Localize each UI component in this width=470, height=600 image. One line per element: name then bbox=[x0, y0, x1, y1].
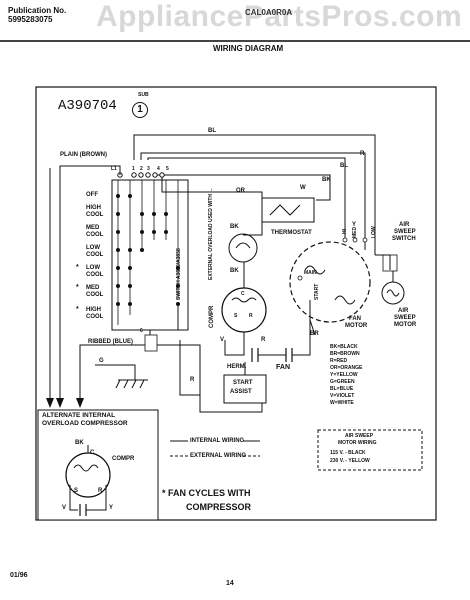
wire-label-bk3: BK bbox=[230, 268, 239, 274]
compr-terminal-c: C bbox=[241, 291, 245, 297]
switch-terminals bbox=[117, 172, 165, 178]
wire-label-w: W bbox=[300, 185, 306, 191]
power-arrows bbox=[49, 168, 81, 400]
terminal-3: 3 bbox=[147, 166, 150, 172]
air-sweep-box-title-1: AIR SWEEP bbox=[345, 433, 374, 439]
thermostat-label: THERMOSTAT bbox=[271, 230, 312, 236]
wire-label-y: Y bbox=[352, 222, 357, 228]
fan-motor-start: START bbox=[314, 283, 320, 300]
wire-label-r2: R bbox=[261, 337, 266, 343]
wire-label-br: BR bbox=[310, 331, 319, 337]
wire-label-r3: R bbox=[190, 377, 195, 383]
terminal-5: 5 bbox=[166, 166, 169, 172]
compr-terminal-s: S bbox=[234, 313, 238, 319]
wire-label-bl2: BL bbox=[340, 163, 348, 169]
alt-label-bk: BK bbox=[75, 440, 84, 446]
air-sweep-box-title-2: MOTOR WIRING bbox=[338, 440, 377, 446]
terminal-6: 6 bbox=[140, 328, 143, 334]
thermostat-box bbox=[261, 197, 315, 223]
wire-r-low bbox=[157, 340, 201, 396]
ribbed-blue-label: RIBBED (BLUE) bbox=[88, 339, 133, 345]
compressor-label: COMPR bbox=[209, 305, 215, 328]
wire-label-bk: BK bbox=[322, 177, 331, 183]
air-sweep-wiring-box bbox=[317, 429, 423, 471]
overload-label: EXTERNAL OVERLOAD USED WITH ... bbox=[208, 188, 214, 280]
sub-label: SUB bbox=[138, 92, 149, 98]
fan-note-1: * FAN CYCLES WITH bbox=[162, 488, 251, 498]
sub-number-circle: 1 bbox=[132, 102, 148, 118]
alt-label-y: Y bbox=[109, 505, 114, 511]
alt-label-v: V bbox=[62, 505, 67, 511]
fan-label: FAN bbox=[276, 364, 290, 371]
plain-brown-label: PLAIN (BROWN) bbox=[60, 152, 107, 158]
alt-label-compr: COMPR bbox=[112, 456, 135, 462]
alternate-overload-box bbox=[37, 409, 159, 521]
alt-label-c: C bbox=[90, 450, 95, 456]
compr-terminal-r: R bbox=[249, 313, 253, 319]
switch-model-label: SWITCH A3856/A3858 bbox=[176, 248, 182, 300]
wire-label-g: G bbox=[99, 358, 104, 364]
air-sweep-box-row-2: 230 V. - YELLOW bbox=[330, 458, 370, 464]
wire-label-bk2: BK bbox=[230, 224, 239, 230]
thermostat-contact bbox=[269, 204, 301, 216]
publication-number: 5995283075 bbox=[8, 15, 53, 24]
fan-motor-label-2: MOTOR bbox=[345, 323, 368, 329]
publication-label: Publication No. bbox=[8, 6, 67, 15]
wire-label-v: V bbox=[220, 337, 225, 343]
switch-contact-dots bbox=[116, 194, 180, 306]
wire-label-bl: BL bbox=[208, 128, 216, 134]
diagram-title: WIRING DIAGRAM bbox=[213, 44, 284, 53]
wire-bl-2 bbox=[147, 157, 346, 240]
fan-motor-low: LOW bbox=[371, 226, 377, 238]
terminal-4: 4 bbox=[157, 166, 160, 172]
fan-motor-symbol bbox=[289, 241, 371, 323]
wire-label-r: R bbox=[360, 151, 365, 157]
fan-motor-med: MED bbox=[352, 226, 358, 238]
assist-label: ASSIST bbox=[230, 389, 252, 395]
footer-page: 14 bbox=[226, 580, 234, 587]
air-sweep-switch-box bbox=[382, 254, 398, 272]
alt-label-r: R bbox=[98, 488, 103, 494]
terminal-block bbox=[144, 334, 158, 352]
model-number: CAL0A0R0A bbox=[245, 8, 293, 17]
terminal-1: 1 bbox=[132, 166, 135, 172]
herm-capacitor bbox=[251, 348, 259, 362]
power-arrow-heads bbox=[46, 398, 84, 408]
wire-terminal-6 bbox=[149, 304, 179, 335]
fan-capacitor bbox=[285, 348, 293, 362]
internal-wiring-label: INTERNAL WIRING bbox=[190, 438, 245, 444]
start-label: START bbox=[233, 380, 253, 386]
external-overload bbox=[228, 233, 258, 263]
wire-plain-brown bbox=[59, 165, 121, 175]
footer-date: 01/96 bbox=[10, 572, 28, 579]
diagram-frame bbox=[35, 86, 437, 521]
wire-bk bbox=[155, 174, 331, 201]
header-rule bbox=[0, 40, 470, 42]
wire-bl bbox=[133, 134, 376, 255]
herm-label: HERM. bbox=[227, 364, 247, 370]
alt-label-s: S bbox=[74, 488, 79, 494]
terminal-l1: L1 bbox=[111, 166, 117, 172]
fan-motor-hi: HI bbox=[342, 229, 348, 234]
wire-label-or: OR bbox=[236, 188, 245, 194]
fan-motor-main: MAIN bbox=[304, 270, 317, 276]
wire-ground bbox=[95, 364, 136, 380]
wire-or bbox=[161, 175, 263, 200]
fan-motor-label-1: FAN bbox=[349, 316, 361, 322]
ground-symbol bbox=[115, 379, 148, 389]
fan-note-2: COMPRESSOR bbox=[186, 502, 252, 512]
switch-contacts bbox=[117, 180, 179, 325]
wire-r-top bbox=[140, 152, 366, 250]
diagram-code: A390704 bbox=[58, 98, 117, 114]
alternate-title-1: ALTERNATE INTERNAL bbox=[42, 412, 116, 419]
alternate-title-2: OVERLOAD COMPRESSOR bbox=[42, 420, 128, 427]
watermark: AppliancePartsPros.com bbox=[96, 0, 463, 33]
air-sweep-box-row-1: 115 V. - BLACK bbox=[330, 450, 366, 456]
terminal-2: 2 bbox=[140, 166, 143, 172]
wire-ribbed-blue bbox=[79, 344, 150, 405]
external-wiring-label: EXTERNAL WIRING bbox=[190, 453, 247, 459]
